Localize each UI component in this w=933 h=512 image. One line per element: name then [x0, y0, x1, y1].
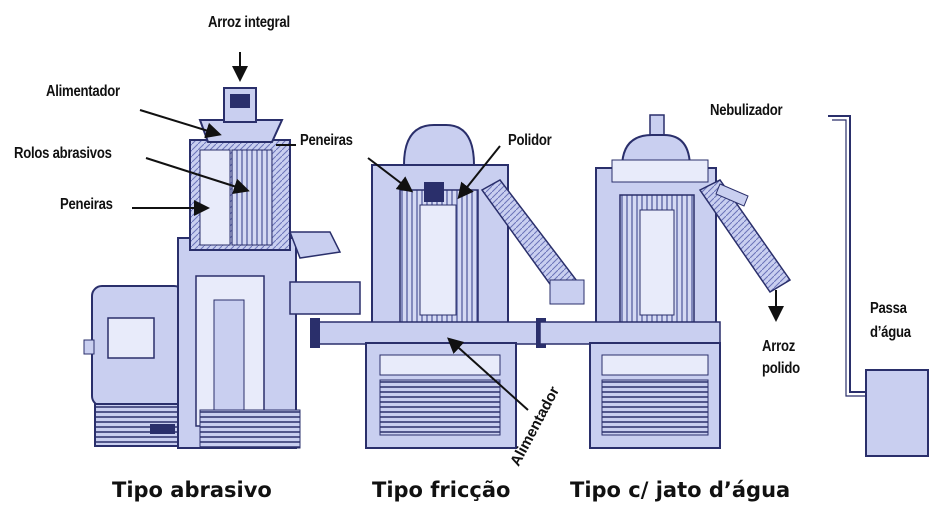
caption-tipo-jato: Tipo c/ jato d’água [570, 478, 791, 502]
label-alimentador-top: Alimentador [46, 83, 120, 100]
caption-tipo-abrasivo: Tipo abrasivo [112, 478, 272, 502]
label-passa-agua-1: Passa [870, 300, 907, 317]
label-arrows [132, 52, 784, 411]
label-nebulizador: Nebulizador [710, 102, 783, 119]
label-polidor: Polidor [508, 132, 552, 149]
label-peneiras-left: Peneiras [60, 196, 113, 213]
label-arroz-polido-1: Arroz [762, 338, 796, 355]
label-arroz-integral: Arroz integral [208, 14, 290, 31]
arrow-polidor [457, 145, 501, 200]
label-arroz-polido-2: polido [762, 360, 800, 377]
label-rolos-abrasivos: Rolos abrasivos [14, 145, 112, 162]
arrow-alimentador [139, 109, 222, 139]
friction-machine [310, 124, 585, 449]
water-jet-machine [539, 114, 792, 449]
label-passa-agua-2: d’água [870, 324, 911, 341]
arrow-rolos [145, 157, 250, 194]
arrow-peneiras-mid [367, 157, 414, 193]
label-peneiras-mid: Peneiras [300, 132, 353, 149]
abrasive-machine [83, 87, 361, 449]
arrow-alimentador-bottom [447, 337, 529, 411]
caption-tipo-friccao: Tipo fricção [372, 478, 511, 502]
water-supply [828, 115, 929, 457]
